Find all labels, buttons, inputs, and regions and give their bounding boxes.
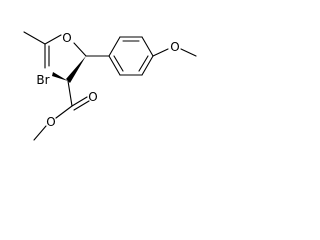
bond-acetyl-methyl [23,31,46,45]
atom-o-ester: O [46,115,55,129]
bond-acetyl-ester-o [44,34,62,45]
wedge-c3-c2 [66,56,86,83]
methoxyphenyl-ring [108,36,197,76]
acetoxy-group [23,31,87,69]
bond-ester-o-c3 [73,42,87,57]
chemical-structure: O O Br O O [23,31,197,141]
wedge-c2-br [52,72,68,81]
atom-o-carbonyl: O [88,90,97,104]
c2-center [52,72,73,107]
ring-bond-3 [141,36,154,57]
atom-o-methoxy: O [170,40,179,54]
bond-ester-carbonyl-second [73,100,90,111]
bond-methoxy-o-methyl [180,48,197,57]
ring-bond-4 [141,55,154,76]
c3-center [66,55,110,83]
bond-ester-single-o [55,105,73,119]
ring-bond-6 [108,55,121,76]
bond-ester-carbonyl [71,96,88,107]
ring-double-2 [138,55,149,72]
bond-c2-carbonyl [67,80,73,107]
ring-bond-1 [108,36,121,57]
atom-o-acetoxy: O [62,31,71,45]
bond-ring-methoxy-o [152,48,169,57]
methyl-ester-group [33,96,90,141]
atom-bromine: Br [36,73,49,87]
bond-o-methyl [33,125,47,141]
ring-double-3 [113,55,124,72]
